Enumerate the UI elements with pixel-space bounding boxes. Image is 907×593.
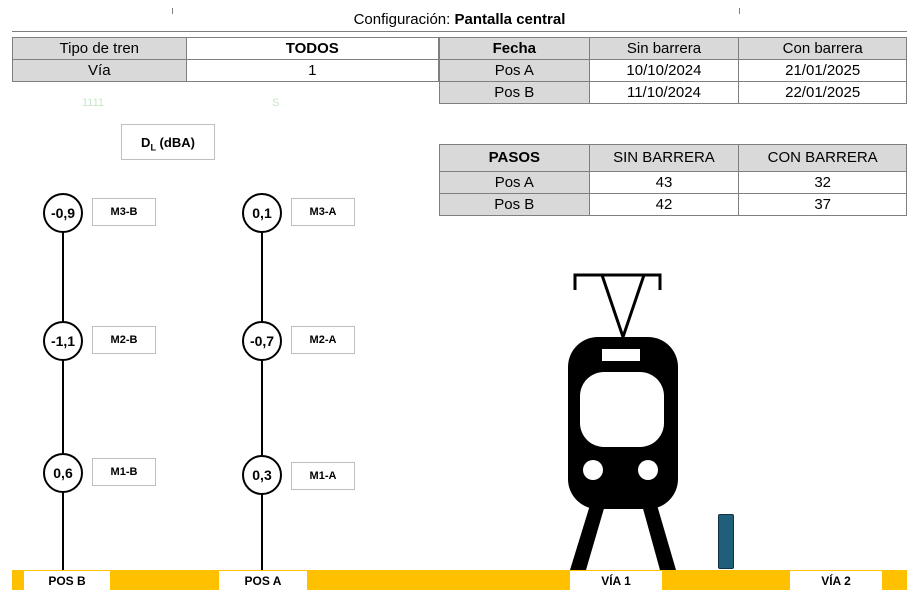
- pos-a-line: [261, 230, 263, 570]
- dl-main: D: [141, 135, 151, 150]
- dates-header-fecha: Fecha: [439, 37, 590, 60]
- table-row: Pos A 10/10/2024 21/01/2025: [439, 59, 907, 82]
- value-node-m2-b: -1,1: [43, 321, 83, 361]
- value-node-m2-a: -0,7: [242, 321, 282, 361]
- pasos-sin: 42: [588, 193, 740, 216]
- info-table: Tipo de tren TODOS Vía 1: [12, 37, 440, 82]
- table-row: Pos B 11/10/2024 22/01/2025: [439, 81, 907, 104]
- pasos-header: PASOS: [439, 144, 590, 172]
- pasos-header-sin: SIN BARRERA: [588, 144, 740, 172]
- info-value-track: 1: [185, 59, 440, 82]
- pasos-sin: 43: [588, 171, 740, 194]
- table-row: Pos B 42 37: [439, 193, 907, 216]
- label-pos-b: POS B: [24, 571, 110, 591]
- dl-sub: L: [150, 142, 156, 153]
- tag-m3-b: M3-B: [92, 198, 156, 226]
- value-node-m3-a: 0,1: [242, 193, 282, 233]
- dates-pos: Pos B: [439, 81, 590, 104]
- pasos-con: 32: [738, 171, 907, 194]
- dl-unit: (dBA): [155, 135, 195, 150]
- pasos-pos: Pos B: [439, 193, 590, 216]
- value-node-m3-b: -0,9: [43, 193, 83, 233]
- dates-sin: 11/10/2024: [588, 81, 740, 104]
- tag-m1-a: M1-A: [291, 462, 355, 490]
- tram-icon: [568, 273, 678, 570]
- info-label-track: Vía: [12, 59, 187, 82]
- value-node-m1-a: 0,3: [242, 455, 282, 495]
- table-row: Pos A 43 32: [439, 171, 907, 194]
- pasos-table: PASOS SIN BARRERA CON BARRERA Pos A 43 3…: [439, 144, 907, 216]
- dates-table: Fecha Sin barrera Con barrera Pos A 10/1…: [439, 37, 907, 104]
- info-value-train-type: TODOS: [185, 37, 440, 60]
- config-title: Configuración: Pantalla central: [12, 8, 907, 32]
- table-header-row: Fecha Sin barrera Con barrera: [439, 37, 907, 60]
- dl-label: DL (dBA): [121, 124, 215, 160]
- table-row: Vía 1: [12, 59, 440, 82]
- pasos-header-con: CON BARRERA: [738, 144, 907, 172]
- dates-header-con: Con barrera: [738, 37, 907, 60]
- dates-con: 21/01/2025: [738, 59, 907, 82]
- table-header-row: PASOS SIN BARRERA CON BARRERA: [439, 144, 907, 172]
- divider-tick: [172, 8, 173, 14]
- config-value: Pantalla central: [454, 11, 566, 28]
- tag-m2-b: M2-B: [92, 326, 156, 354]
- faint-label: S: [272, 97, 280, 109]
- tag-m1-b: M1-B: [92, 458, 156, 486]
- faint-label: 1111: [82, 97, 105, 109]
- value-node-m1-b: 0,6: [43, 453, 83, 493]
- label-via-2: VÍA 2: [790, 571, 882, 591]
- dates-con: 22/01/2025: [738, 81, 907, 104]
- pos-b-line: [62, 230, 64, 570]
- tag-m2-a: M2-A: [291, 326, 355, 354]
- dates-header-sin: Sin barrera: [588, 37, 740, 60]
- table-row: Tipo de tren TODOS: [12, 37, 440, 60]
- label-via-1: VÍA 1: [570, 571, 662, 591]
- label-pos-a: POS A: [219, 571, 307, 591]
- dates-pos: Pos A: [439, 59, 590, 82]
- config-label: Configuración:: [353, 11, 451, 28]
- tag-m3-a: M3-A: [291, 198, 355, 226]
- barrier-icon: [718, 514, 734, 569]
- info-label-train-type: Tipo de tren: [12, 37, 187, 60]
- baseline-bar: [12, 570, 907, 590]
- pasos-con: 37: [738, 193, 907, 216]
- dates-sin: 10/10/2024: [588, 59, 740, 82]
- pasos-pos: Pos A: [439, 171, 590, 194]
- divider-tick: [739, 8, 740, 14]
